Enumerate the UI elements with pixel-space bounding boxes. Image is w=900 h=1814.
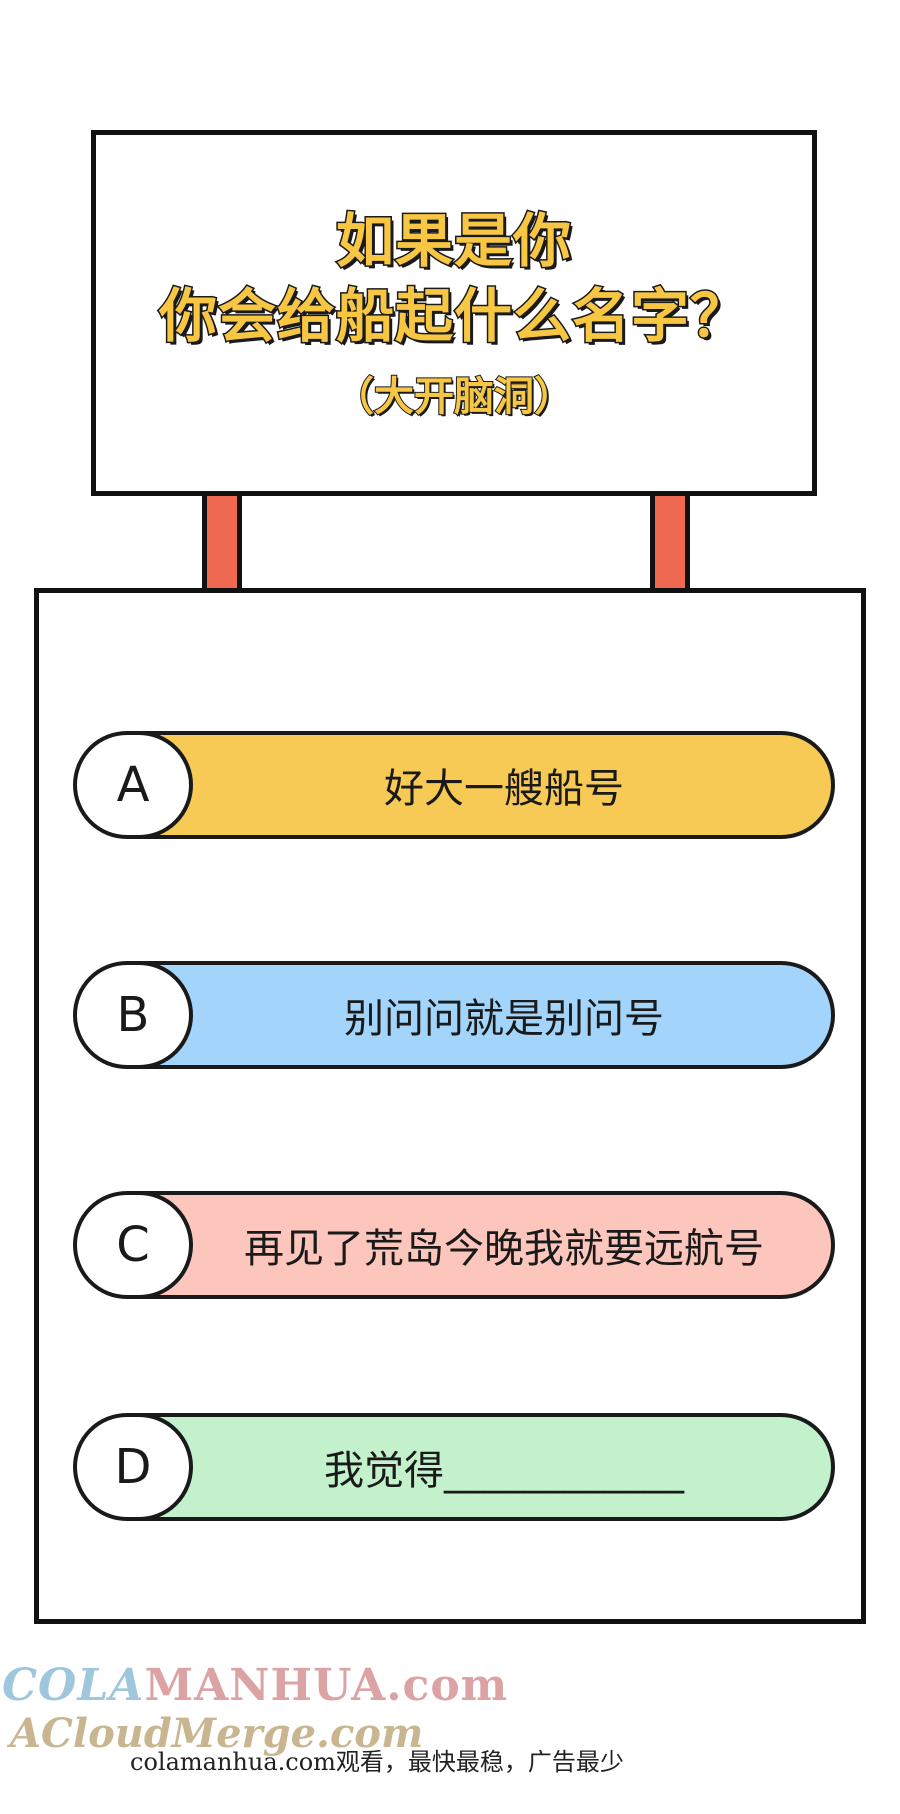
sign-post-left: [202, 496, 242, 592]
option-d-letter-badge[interactable]: D: [73, 1413, 193, 1521]
option-c-text: 再见了荒岛今晚我就要远航号: [244, 1226, 764, 1272]
option-b-bar[interactable]: 别问问就是别问号: [133, 961, 835, 1069]
option-d-text: 我觉得____________: [324, 1448, 684, 1494]
watermark-manhua: MANHUA.com: [144, 1660, 509, 1711]
sign-post-right: [650, 496, 690, 592]
footer-text: colamanhua.com观看，最快最稳，广告最少: [130, 1748, 624, 1776]
option-c-bar[interactable]: 再见了荒岛今晚我就要远航号: [133, 1191, 835, 1299]
watermark-cola: COLA: [2, 1660, 145, 1711]
watermark-colamanhua: COLAMANHUA.com: [2, 1660, 508, 1711]
option-a[interactable]: 好大一艘船号 A: [73, 731, 835, 839]
option-a-bar[interactable]: 好大一艘船号: [133, 731, 835, 839]
option-b-letter-badge[interactable]: B: [73, 961, 193, 1069]
option-d-bar[interactable]: 我觉得____________: [133, 1413, 835, 1521]
option-c-letter-badge[interactable]: C: [73, 1191, 193, 1299]
question-title-line-2: 你会给船起什么名字？: [157, 280, 749, 351]
question-sign-board: 如果是你 你会给船起什么名字？ （大开脑洞）: [91, 130, 817, 496]
question-subtitle: （大开脑洞）: [333, 373, 575, 421]
option-c[interactable]: 再见了荒岛今晚我就要远航号 C: [73, 1191, 835, 1299]
options-panel: 好大一艘船号 A 别问问就是别问号 B 再见了荒岛今晚我就要远航号 C 我觉得_…: [34, 588, 866, 1624]
question-title-line-1: 如果是你: [334, 205, 572, 276]
option-d[interactable]: 我觉得____________ D: [73, 1413, 835, 1521]
option-b[interactable]: 别问问就是别问号 B: [73, 961, 835, 1069]
watermark-acloudmerge: ACloudMerge.com: [10, 1710, 424, 1757]
option-b-text: 别问问就是别问号: [344, 996, 664, 1042]
option-a-text: 好大一艘船号: [384, 766, 624, 812]
option-a-letter-badge[interactable]: A: [73, 731, 193, 839]
